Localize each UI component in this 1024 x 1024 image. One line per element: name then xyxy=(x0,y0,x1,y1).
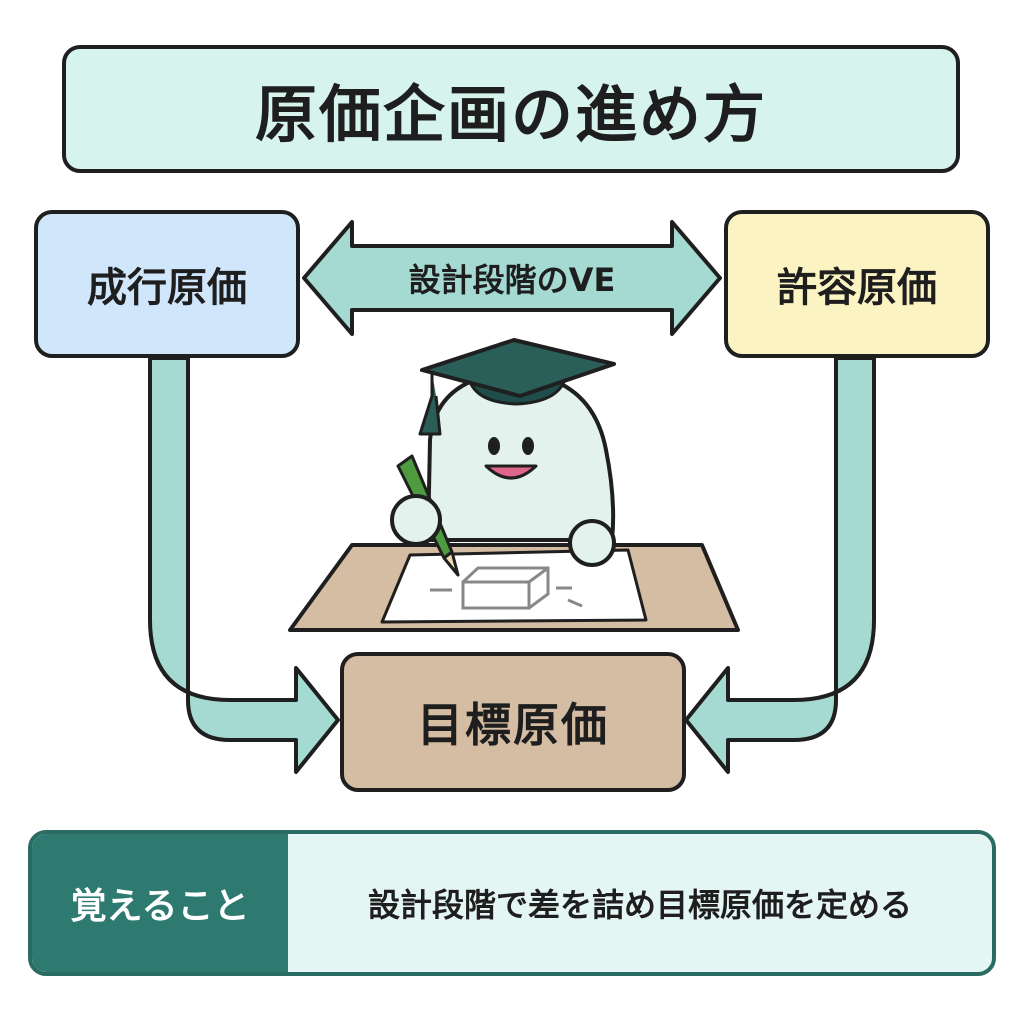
node-actual-cost: 成行原価 xyxy=(34,210,300,358)
smile xyxy=(484,464,538,480)
memo-bar: 覚えること 設計段階で差を詰め目標原価を定める xyxy=(28,830,996,976)
left-eye xyxy=(488,437,500,455)
connector-actual-to-target xyxy=(148,356,340,774)
node-allowable-cost: 許容原価 xyxy=(724,210,990,358)
page-title: 原価企画の進め方 xyxy=(62,45,960,173)
ve-double-arrow xyxy=(302,220,722,336)
connector-allowable-to-target xyxy=(684,356,876,774)
left-hand xyxy=(390,494,442,546)
ve-arrow-label: 設計段階のVE xyxy=(408,261,616,299)
right-eye xyxy=(522,437,534,455)
tassel xyxy=(418,372,442,436)
right-hand xyxy=(568,519,616,567)
character-body xyxy=(426,370,616,542)
graduation-cap-icon xyxy=(420,338,616,398)
memo-text: 設計段階で差を詰め目標原価を定める xyxy=(367,886,912,924)
box-sketch xyxy=(430,566,583,610)
memo-label: 覚えること xyxy=(32,834,288,972)
node-target-cost: 目標原価 xyxy=(340,652,686,792)
student-illustration xyxy=(288,338,740,632)
